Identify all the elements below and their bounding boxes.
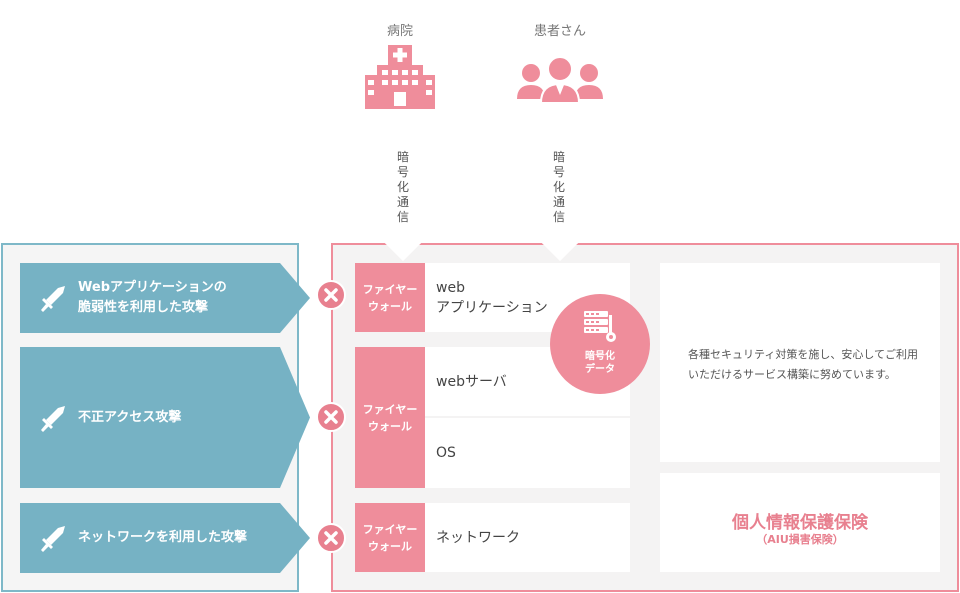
firewall-server: ファイヤー ウォール (355, 347, 425, 488)
encrypted-data-label: 暗号化 データ (585, 351, 615, 375)
attack-unauthorized-access: 不正アクセス攻撃 (20, 347, 310, 488)
hospital-comm-label: 暗 号 化 通 信 (396, 150, 409, 224)
sword-icon (38, 403, 68, 433)
firewall-web-app: ファイヤー ウォール (355, 263, 425, 332)
block-x-icon (316, 280, 346, 310)
sword-icon (38, 283, 68, 313)
block-x-icon (316, 523, 346, 553)
attack-network: ネットワークを利用した攻撃 (20, 503, 310, 573)
layer-os: OS (425, 418, 630, 488)
insurance-box: 個人情報保護保険 （AIU損害保険） (660, 473, 940, 572)
attack-label: 不正アクセス攻撃 (78, 409, 182, 425)
layer-network: ネットワーク (425, 503, 630, 572)
attack-label: Webアプリケーションの 脆弱性を利用した攻撃 (78, 280, 227, 315)
insurance-subtitle: （AIU損害保険） (756, 533, 844, 546)
server-lock-icon (584, 311, 616, 342)
sword-icon (38, 523, 68, 553)
description-text: 各種セキュリティ対策を施し、安心してご利用いただけるサービス構築に努めています。 (688, 348, 919, 381)
block-x-icon (316, 402, 346, 432)
hospital-label: 病院 (386, 24, 413, 39)
insurance-title: 個人情報保護保険 (732, 513, 868, 533)
hospital-icon (365, 45, 435, 113)
patients-comm-label: 暗 号 化 通 信 (552, 150, 565, 224)
patients-label: 患者さん (533, 24, 586, 39)
people-icon (517, 55, 603, 107)
hospital-arrow (384, 242, 422, 262)
firewall-network: ファイヤー ウォール (355, 503, 425, 572)
encrypted-data-circle (550, 294, 650, 394)
description-box: 各種セキュリティ対策を施し、安心してご利用いただけるサービス構築に努めています。 (660, 263, 940, 462)
patients-arrow (541, 242, 579, 262)
attack-label: ネットワークを利用した攻撃 (78, 530, 248, 545)
attack-web-app: Webアプリケーションの 脆弱性を利用した攻撃 (20, 263, 310, 333)
